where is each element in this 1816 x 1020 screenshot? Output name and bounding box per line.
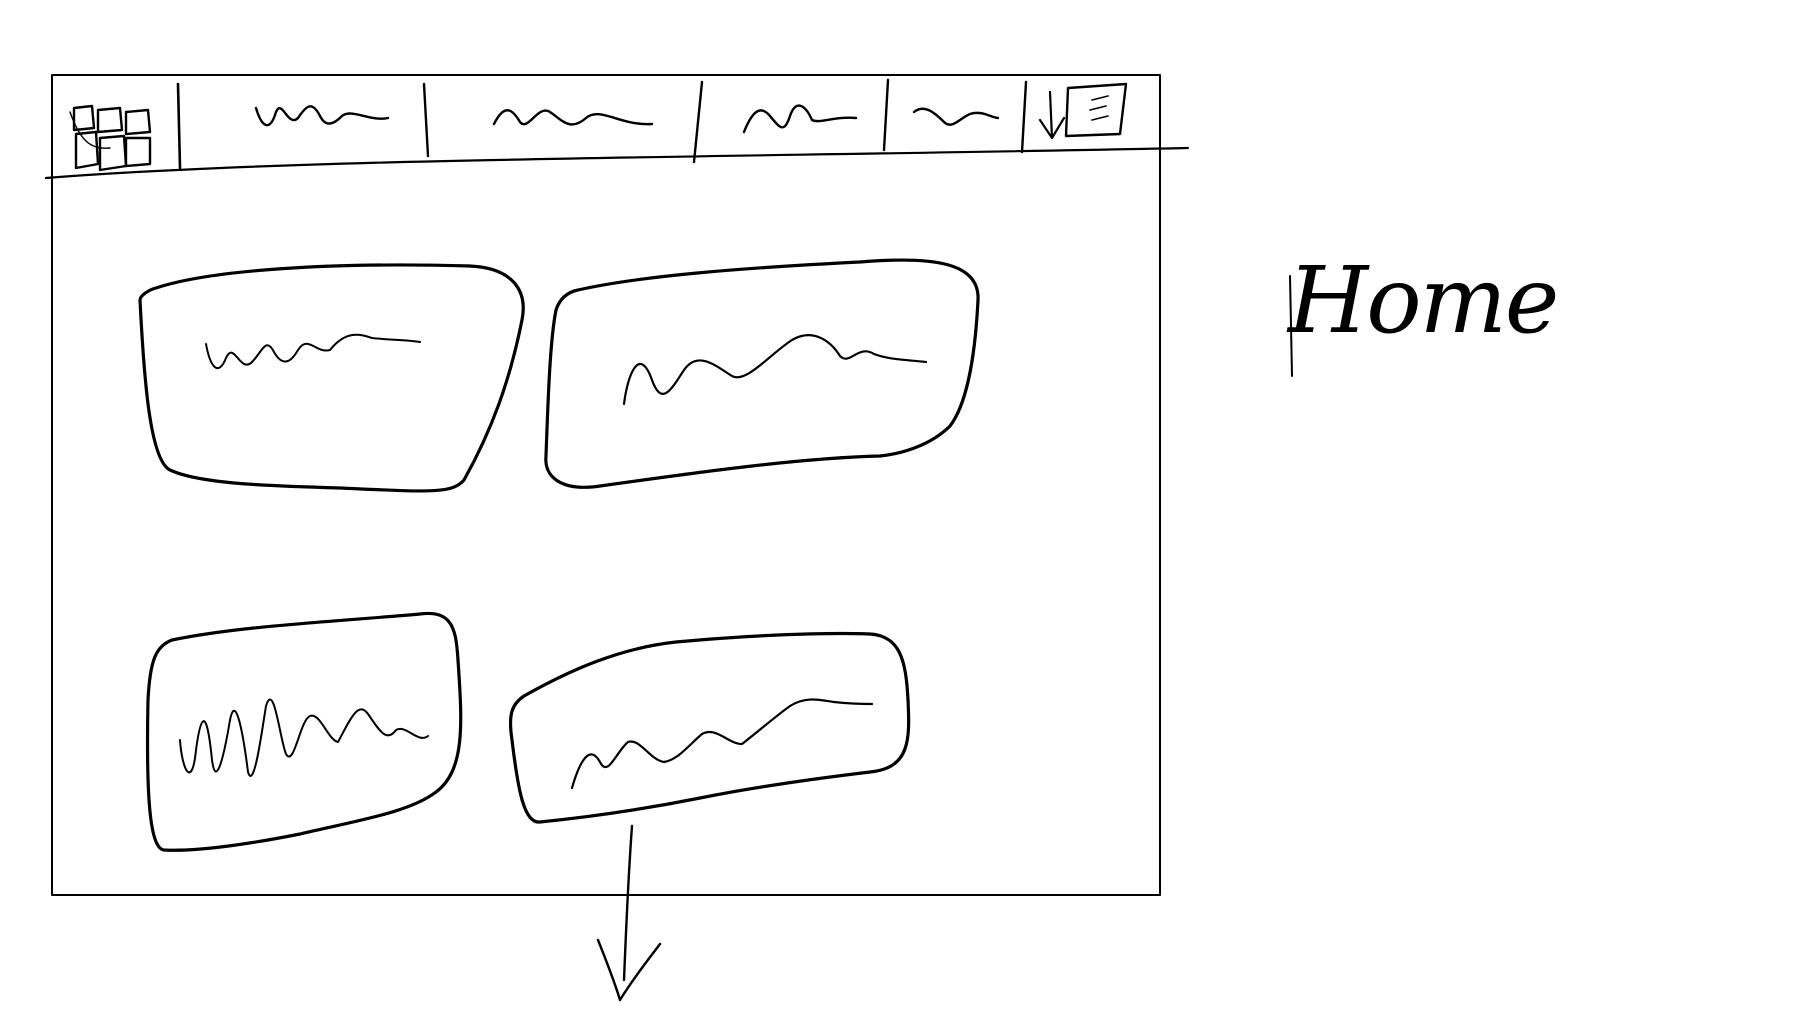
nav-item-3[interactable] <box>742 104 858 134</box>
page-label-stroke <box>1289 275 1293 377</box>
card-3[interactable] <box>145 611 463 852</box>
card-3-text <box>179 698 429 777</box>
card-4[interactable] <box>508 631 911 824</box>
nav-divider-line <box>44 146 1190 180</box>
top-nav-bar <box>44 78 1190 180</box>
card-1-text <box>205 333 421 370</box>
wireframe-window <box>51 74 1161 896</box>
nav-separator <box>422 82 430 158</box>
card-4-text <box>570 698 874 790</box>
nav-separator <box>692 80 704 164</box>
card-1[interactable] <box>138 263 525 493</box>
down-arrow-icon <box>596 824 662 1002</box>
card-2[interactable] <box>544 258 980 489</box>
nav-separator <box>176 82 182 170</box>
nav-item-4[interactable] <box>912 107 1000 126</box>
card-2-text <box>622 334 928 406</box>
nav-item-2[interactable] <box>492 109 654 126</box>
grid-logo-icon[interactable] <box>69 104 152 172</box>
page-label: Home <box>1288 247 1559 354</box>
menu-download-icon[interactable] <box>1038 82 1128 140</box>
nav-item-1[interactable] <box>254 105 390 127</box>
nav-separator <box>882 78 890 152</box>
nav-separator <box>1020 80 1028 154</box>
